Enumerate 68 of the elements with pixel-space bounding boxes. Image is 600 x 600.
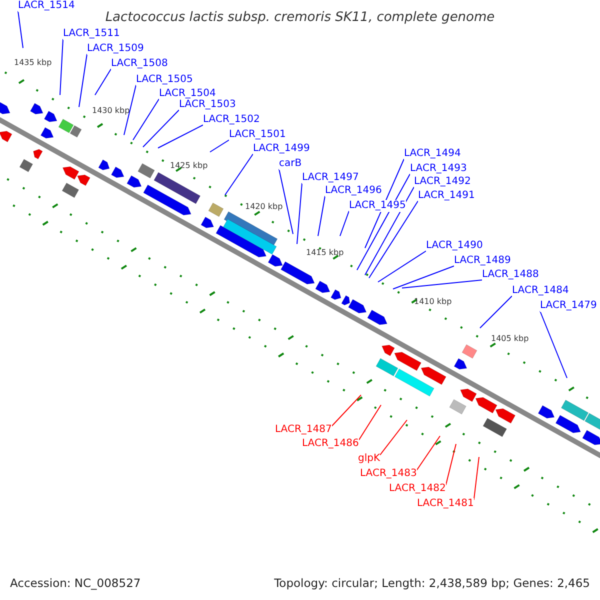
gene-label: LACR_1492 — [414, 176, 471, 188]
gene-label: LACR_1501 — [229, 129, 286, 141]
gene-label: LACR_1503 — [179, 99, 236, 111]
footer-text: Topology: circular; Length: 2,438,589 bp; Genes: 2,465 — [274, 575, 590, 592]
chart-title: Lactococcus lactis subsp. cremoris SK11, complete genome — [104, 9, 496, 27]
leader-line — [278, 168, 294, 234]
scale-label: 1435 kbp — [14, 58, 52, 68]
scale-label: 1420 kbp — [245, 202, 283, 212]
gene-label: LACR_1490 — [426, 240, 483, 252]
gene-label: LACR_1491 — [418, 190, 475, 202]
scale-label: 1430 kbp — [92, 106, 130, 116]
scale-label: 1415 kbp — [306, 248, 344, 258]
gene-label: carB — [279, 158, 302, 170]
leader-line — [364, 158, 404, 248]
gene-label: LACR_1482 — [389, 483, 446, 495]
gene-label: LACR_1486 — [302, 438, 359, 450]
leader-line — [78, 54, 88, 108]
gene-label: LACR_1496 — [325, 185, 382, 197]
leader-line — [210, 140, 230, 152]
scale-label: 1405 kbp — [491, 334, 529, 344]
gene-label: LACR_1511 — [63, 28, 120, 40]
gene-label: LACR_1495 — [349, 200, 406, 212]
leader-line — [402, 280, 482, 288]
gene-label: LACR_1504 — [159, 88, 216, 100]
leader-line — [60, 38, 64, 96]
gene-label: LACR_1481 — [417, 498, 474, 510]
leader-line — [540, 310, 568, 378]
leader-line — [378, 250, 426, 282]
gene-label: LACR_1509 — [87, 43, 144, 55]
gene-label: LACR_1505 — [136, 74, 193, 86]
gene-label: LACR_1499 — [253, 143, 310, 155]
leader-line — [296, 182, 302, 244]
gene-label: LACR_1483 — [360, 468, 417, 480]
leader-line — [132, 98, 160, 140]
scale-label: 1410 kbp — [414, 297, 452, 307]
scale-label: 1425 kbp — [170, 161, 208, 171]
leader-line — [340, 210, 350, 236]
leader-line — [124, 84, 136, 136]
leader-line — [416, 436, 440, 470]
leader-line — [224, 154, 254, 196]
leader-line — [480, 296, 512, 328]
gene-label: glpK — [358, 453, 380, 465]
leader-line — [473, 456, 480, 500]
leader-line — [18, 10, 24, 48]
leader-line — [94, 68, 112, 96]
leader-line — [358, 404, 382, 440]
gene-label: LACR_1488 — [482, 269, 539, 281]
gene-label: LACR_1502 — [203, 114, 260, 126]
gene-label: LACR_1479 — [540, 300, 597, 312]
leader-line — [368, 200, 418, 278]
leader-line — [392, 266, 454, 290]
footer-text: Accession: NC_008527 — [10, 575, 141, 592]
leader-line — [445, 444, 456, 486]
gene-label: LACR_1484 — [512, 285, 569, 297]
leader-line — [158, 124, 204, 148]
gene-label: LACR_1508 — [111, 58, 168, 70]
leader-line — [142, 110, 180, 148]
leader-line — [380, 420, 408, 456]
gene-label: LACR_1487 — [275, 424, 332, 436]
gene-label: LACR_1514 — [18, 0, 75, 12]
gene-label: LACR_1489 — [454, 255, 511, 267]
gene-label: LACR_1497 — [302, 172, 359, 184]
leader-line — [356, 174, 410, 270]
leader-line — [331, 394, 362, 426]
gene-label: LACR_1494 — [404, 148, 461, 160]
leader-line — [318, 196, 326, 236]
gene-label: LACR_1493 — [410, 163, 467, 175]
leader-line — [364, 186, 414, 276]
